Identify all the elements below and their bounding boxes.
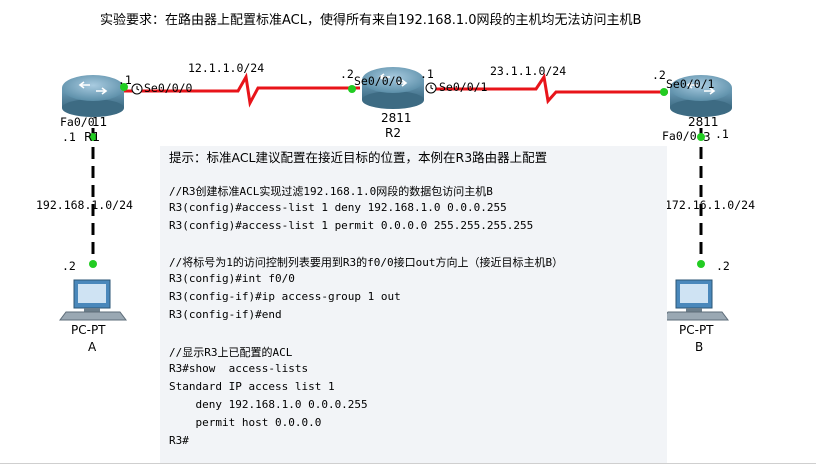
r1-serial-host: .1 xyxy=(118,73,132,87)
note-line: deny 192.168.1.0 0.0.0.255 xyxy=(169,398,368,411)
port-status-dot xyxy=(89,260,97,268)
network-label-r1-r2: 12.1.1.0/24 xyxy=(188,61,265,75)
r3-fa-port: Fa0/0 xyxy=(662,129,697,143)
port-status-dot xyxy=(348,85,356,93)
page-title: 实验要求：在路由器上配置标准ACL，使得所有来自192.168.1.0网段的主机… xyxy=(100,13,642,28)
note-line: Standard IP access list 1 xyxy=(169,380,335,393)
pc-a-name: A xyxy=(88,340,97,354)
r3-fa-host: .1 xyxy=(715,127,729,141)
serial-link-r2-r3 xyxy=(428,73,668,105)
note-line: R3(config)#access-list 1 permit 0.0.0.0 … xyxy=(169,219,534,232)
network-label-r2-r3: 23.1.1.0/24 xyxy=(490,64,567,78)
port-status-dot xyxy=(660,88,668,96)
serial-link-r1-r2 xyxy=(118,72,360,108)
r1-model: 11 xyxy=(92,115,108,129)
router-r2-icon[interactable] xyxy=(362,67,424,109)
r3-serial-port: Se0/0/1 xyxy=(666,77,715,91)
r1-name: R1 xyxy=(84,130,100,144)
note-line: R3(config)#access-list 1 deny 192.168.1.… xyxy=(169,201,507,214)
bottom-divider xyxy=(0,463,816,464)
r3-model: 2811 xyxy=(688,115,719,129)
pc-a-icon[interactable] xyxy=(59,279,127,321)
r3-serial-host: .2 xyxy=(652,68,666,82)
pc-b-host: .2 xyxy=(716,259,730,273)
note-line: R3# xyxy=(169,434,189,447)
pc-b-icon[interactable] xyxy=(661,279,729,321)
port-status-dot xyxy=(697,133,705,141)
r1-fa-port: Fa0/0 xyxy=(60,115,95,129)
notes-hint: 提示：标准ACL建议配置在接近目标的位置，本例在R3路由器上配置 xyxy=(169,150,548,165)
pc-b-name: B xyxy=(695,340,704,354)
r2-right-port: Se0/0/1 xyxy=(439,80,488,94)
note-line: R3#show access-lists xyxy=(169,362,309,375)
note-line: permit host 0.0.0.0 xyxy=(169,416,322,429)
r2-model: 2811 xyxy=(381,111,412,125)
r2-left-host: .2 xyxy=(340,67,354,81)
clock-icon xyxy=(425,82,437,94)
pc-a-type: PC-PT xyxy=(71,323,106,337)
port-status-dot xyxy=(120,83,128,91)
r1-serial-port: Se0/0/0 xyxy=(144,81,193,95)
r1-fa-host: .1 xyxy=(62,130,76,144)
router-r1-icon[interactable] xyxy=(62,75,124,117)
notes-panel xyxy=(160,146,667,464)
pc-a-host: .2 xyxy=(62,259,76,273)
note-line: //显示R3上已配置的ACL xyxy=(169,346,293,359)
r3-name: 3 xyxy=(703,130,711,144)
note-line: //R3创建标准ACL实现过滤192.168.1.0网段的数据包访问主机B xyxy=(169,185,493,198)
network-label-lan-b: 172.16.1.0/24 xyxy=(665,198,756,212)
network-label-lan-a: 192.168.1.0/24 xyxy=(36,198,133,212)
port-status-dot xyxy=(89,133,97,141)
r2-right-host: .1 xyxy=(420,67,434,81)
note-line: //将标号为1的访问控制列表要用到R3的f0/0接口out方向上（接近目标主机B… xyxy=(169,256,564,269)
pc-b-type: PC-PT xyxy=(679,323,714,337)
router-r3-icon[interactable] xyxy=(670,75,732,117)
note-line: R3(config-if)#ip access-group 1 out xyxy=(169,290,401,303)
note-line: R3(config)#int f0/0 xyxy=(169,272,295,285)
port-status-dot xyxy=(697,260,705,268)
r2-left-port: Se0/0/0 xyxy=(354,74,403,88)
clock-icon xyxy=(131,83,143,95)
r2-name: R2 xyxy=(385,126,401,140)
note-line: R3(config-if)#end xyxy=(169,308,282,321)
